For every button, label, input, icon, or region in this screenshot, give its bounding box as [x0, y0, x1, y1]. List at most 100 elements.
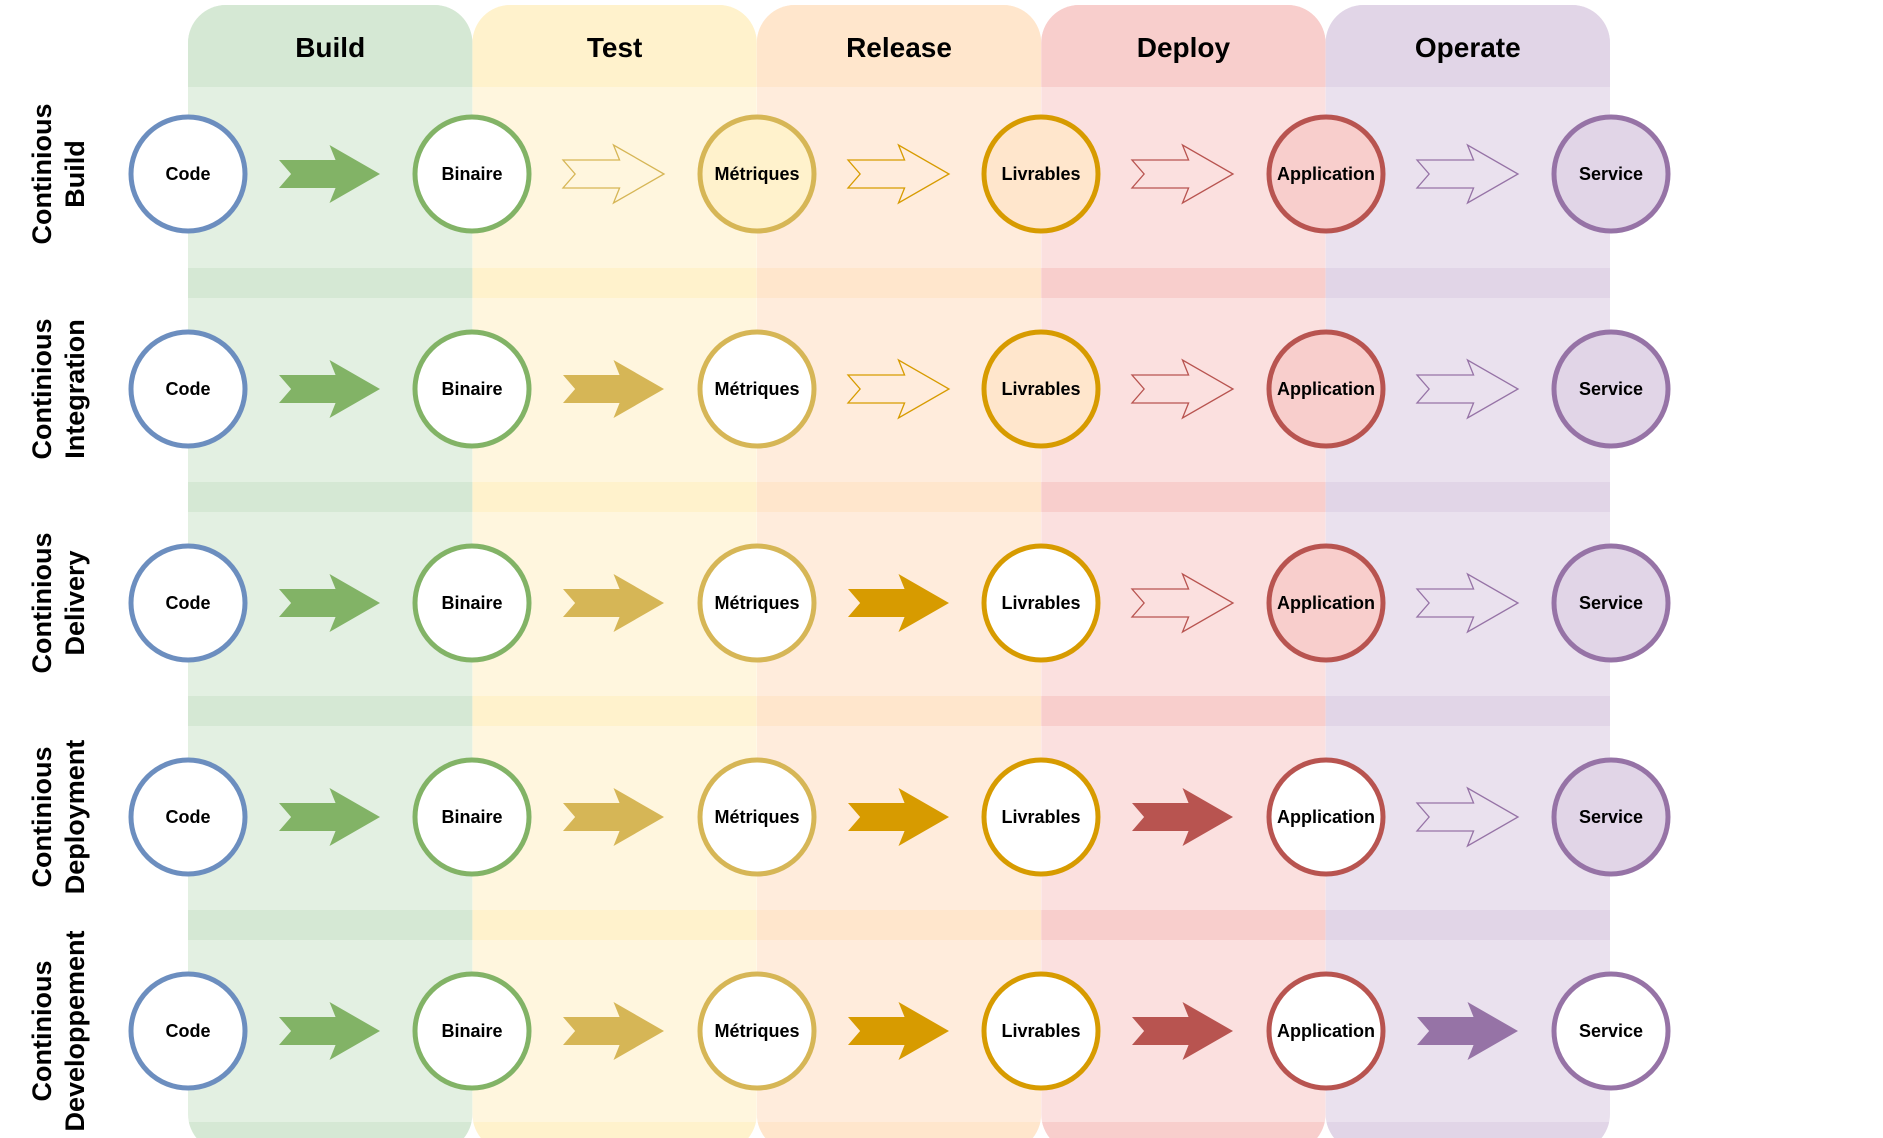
row-separator-band	[472, 696, 757, 726]
node-binaire: Binaire	[412, 543, 532, 663]
active-arrow	[279, 360, 380, 418]
node-service: Service	[1551, 757, 1671, 877]
node-circle	[1266, 543, 1386, 663]
row-separator-band	[1041, 696, 1326, 726]
node-application: Application	[1266, 757, 1386, 877]
node-label: Code	[166, 379, 211, 399]
row-separator-band	[1041, 910, 1326, 940]
node-livrables: Livrables	[981, 971, 1101, 1091]
node-code: Code	[128, 329, 248, 449]
node-circle	[1266, 329, 1386, 449]
node-label: Livrables	[1001, 593, 1080, 613]
active-arrow	[848, 788, 949, 846]
stage-title: Test	[587, 32, 643, 63]
node-label: Binaire	[441, 379, 502, 399]
node-label: Métriques	[714, 1021, 799, 1041]
node-application: Application	[1266, 114, 1386, 234]
row-separator-band	[472, 910, 757, 940]
node-circle	[1551, 114, 1671, 234]
row-separator-band	[1325, 1122, 1610, 1138]
node-service: Service	[1551, 329, 1671, 449]
node-label: Binaire	[441, 593, 502, 613]
inactive-arrow	[1415, 786, 1520, 848]
node-label: Application	[1277, 807, 1375, 827]
node-circle	[412, 757, 532, 877]
node-service: Service	[1551, 114, 1671, 234]
node-metriques: Métriques	[697, 757, 817, 877]
row-separator-band	[472, 268, 757, 298]
inactive-arrow	[1130, 358, 1235, 420]
node-circle	[1266, 757, 1386, 877]
inactive-arrow	[1415, 143, 1520, 205]
node-binaire: Binaire	[412, 329, 532, 449]
node-binaire: Binaire	[412, 757, 532, 877]
node-application: Application	[1266, 971, 1386, 1091]
node-code: Code	[128, 757, 248, 877]
node-label: Service	[1579, 807, 1643, 827]
stage-title: Release	[846, 32, 952, 63]
node-code: Code	[128, 543, 248, 663]
node-circle	[697, 757, 817, 877]
active-arrow	[279, 574, 380, 632]
row-separator-band	[756, 910, 1042, 940]
node-metriques: Métriques	[697, 114, 817, 234]
node-label: Service	[1579, 164, 1643, 184]
node-livrables: Livrables	[981, 114, 1101, 234]
node-livrables: Livrables	[981, 329, 1101, 449]
node-label: Service	[1579, 1021, 1643, 1041]
row-separator-band	[188, 482, 473, 512]
row-title-line: Continious	[27, 533, 57, 674]
row-title-line: Continious	[27, 747, 57, 888]
inactive-arrow	[1130, 572, 1235, 634]
node-circle	[412, 114, 532, 234]
node-circle	[1551, 757, 1671, 877]
active-arrow	[563, 360, 664, 418]
node-circle	[412, 329, 532, 449]
node-binaire: Binaire	[412, 114, 532, 234]
node-label: Métriques	[714, 379, 799, 399]
row-separator-band	[472, 1122, 757, 1138]
node-circle	[1266, 114, 1386, 234]
active-arrow	[563, 574, 664, 632]
node-label: Binaire	[441, 807, 502, 827]
node-label: Application	[1277, 164, 1375, 184]
row-separator-band	[1041, 1122, 1326, 1138]
row-title-line: Build	[60, 140, 90, 208]
node-metriques: Métriques	[697, 971, 817, 1091]
row-title-line: Deployment	[60, 740, 90, 895]
node-circle	[128, 543, 248, 663]
row-separator-band	[1325, 696, 1610, 726]
active-arrow	[1132, 788, 1233, 846]
node-circle	[981, 114, 1101, 234]
node-circle	[981, 971, 1101, 1091]
inactive-arrow	[561, 143, 666, 205]
node-code: Code	[128, 114, 248, 234]
row-separator-band	[1325, 482, 1610, 512]
node-service: Service	[1551, 543, 1671, 663]
active-arrow	[279, 788, 380, 846]
row-separator-band	[756, 696, 1042, 726]
node-circle	[1551, 971, 1671, 1091]
row-separator-band	[1325, 910, 1610, 940]
row-title-line: Continious	[27, 961, 57, 1102]
stage-title: Operate	[1415, 32, 1521, 63]
node-label: Binaire	[441, 164, 502, 184]
active-arrow	[563, 1002, 664, 1060]
row-separator-band	[756, 1122, 1042, 1138]
inactive-arrow	[846, 143, 951, 205]
row-separator-band	[756, 268, 1042, 298]
stage-header	[756, 5, 1042, 87]
row-title-line: Developpement	[60, 930, 90, 1131]
node-label: Service	[1579, 593, 1643, 613]
stage-header	[1041, 5, 1326, 87]
row-separator-band	[188, 1122, 473, 1138]
node-label: Service	[1579, 379, 1643, 399]
node-circle	[981, 329, 1101, 449]
row-separator-band	[1041, 268, 1326, 298]
row-title-line: Delivery	[60, 550, 90, 655]
